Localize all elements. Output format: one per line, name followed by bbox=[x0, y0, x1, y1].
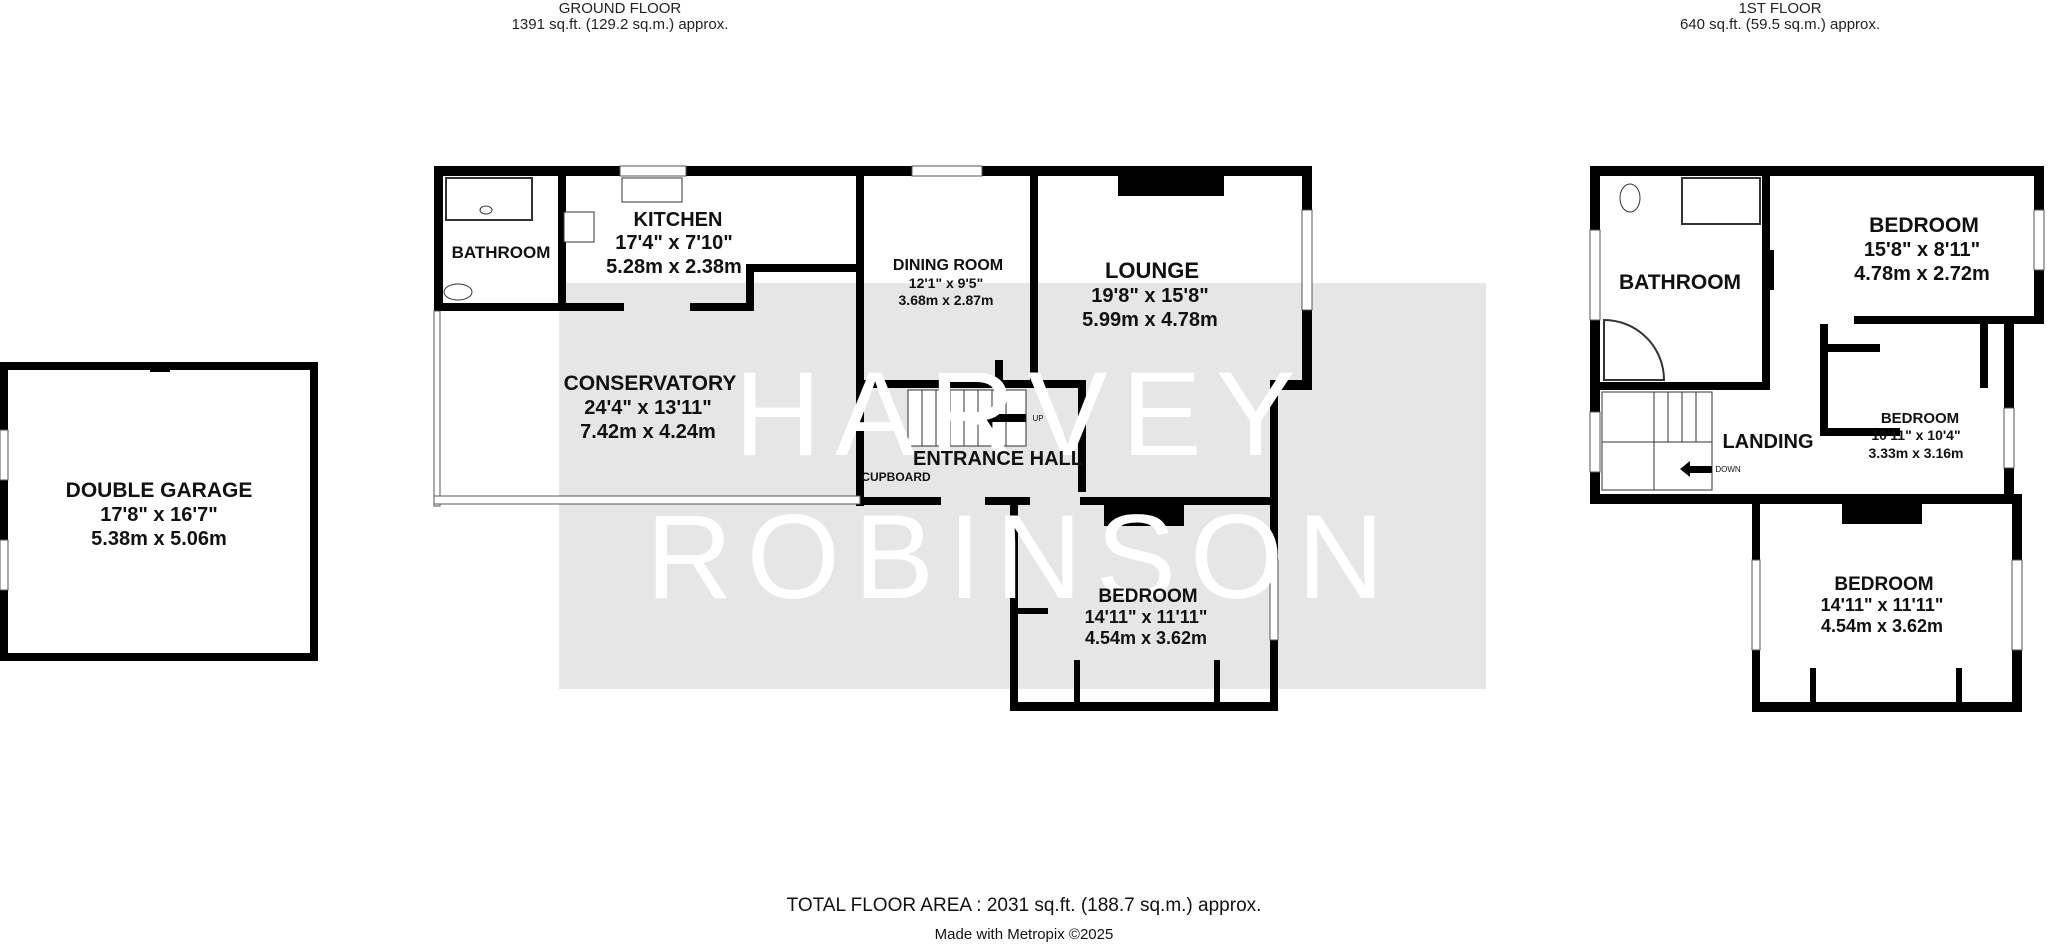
garage-metric: 5.38m x 5.06m bbox=[91, 528, 227, 550]
bedroom-f2-metric: 3.33m x 3.16m bbox=[1869, 445, 1964, 461]
ground-floor-header: GROUND FLOOR 1391 sq.ft. (129.2 sq.m.) a… bbox=[440, 1, 800, 33]
bedroom-f2-imperial: 10'11" x 10'4" bbox=[1871, 427, 1960, 443]
stairs-first bbox=[1601, 391, 1713, 491]
kitchen-metric: 5.28m x 2.38m bbox=[606, 256, 742, 278]
lounge-imperial: 19'8" x 15'8" bbox=[1091, 285, 1208, 307]
landing-name: LANDING bbox=[1722, 431, 1813, 453]
credit: Made with Metropix ©2025 bbox=[934, 926, 1114, 943]
cupboard-name: CUPBOARD bbox=[861, 470, 931, 484]
stairs-up-label: UP bbox=[1032, 414, 1043, 423]
kitchen-name: KITCHEN bbox=[634, 209, 723, 231]
garage-imperial: 17'8" x 16'7" bbox=[100, 504, 217, 526]
bedroom-f2-name: BEDROOM bbox=[1881, 410, 1959, 427]
ground-floor-area: 1391 sq.ft. (129.2 sq.m.) approx. bbox=[511, 16, 729, 33]
conservatory-metric: 7.42m x 4.24m bbox=[580, 421, 716, 443]
lounge-name: LOUNGE bbox=[1105, 258, 1199, 283]
dining-name: DINING ROOM bbox=[893, 257, 1003, 274]
bathroom-g-name: BATHROOM bbox=[452, 243, 551, 262]
bedroom-f3-metric: 4.54m x 3.62m bbox=[1821, 616, 1943, 636]
watermark-line2: ROBINSON bbox=[646, 490, 1398, 624]
stairs-down-label: DOWN bbox=[1715, 465, 1741, 474]
bedroom-f1-metric: 4.78m x 2.72m bbox=[1854, 263, 1990, 285]
bedroom-f3-name: BEDROOM bbox=[1834, 574, 1933, 595]
bedroom-g-name: BEDROOM bbox=[1098, 586, 1197, 607]
dining-metric: 3.68m x 2.87m bbox=[899, 292, 994, 308]
bedroom-g-imperial: 14'11" x 11'11" bbox=[1085, 607, 1208, 627]
first-floor-area: 640 sq.ft. (59.5 sq.m.) approx. bbox=[1679, 16, 1881, 33]
bathroom-f-name: BATHROOM bbox=[1619, 271, 1741, 294]
lounge-metric: 5.99m x 4.78m bbox=[1082, 309, 1218, 331]
bedroom-f1-imperial: 15'8" x 8'11" bbox=[1864, 239, 1980, 261]
first-floor-header: 1ST FLOOR 640 sq.ft. (59.5 sq.m.) approx… bbox=[1600, 1, 1960, 33]
stairs-ground bbox=[907, 389, 1027, 447]
kitchen-imperial: 17'4" x 7'10" bbox=[615, 232, 732, 254]
bedroom-f1-name: BEDROOM bbox=[1869, 214, 1979, 237]
total-floor-area: TOTAL FLOOR AREA : 2031 sq.ft. (188.7 sq… bbox=[786, 895, 1262, 916]
conservatory-name: CONSERVATORY bbox=[564, 372, 737, 395]
first-floor-title: 1ST FLOOR bbox=[1738, 0, 1822, 17]
dining-imperial: 12'1" x 9'5" bbox=[909, 275, 983, 291]
watermark-panel bbox=[559, 283, 1486, 689]
bedroom-g-metric: 4.54m x 3.62m bbox=[1085, 628, 1207, 648]
ground-floor-title: GROUND FLOOR bbox=[558, 0, 682, 17]
conservatory-imperial: 24'4" x 13'11" bbox=[584, 397, 711, 419]
entrance-name: ENTRANCE HALL bbox=[913, 448, 1083, 470]
first-floor-walls bbox=[1589, 166, 2045, 712]
watermark-line1: HARVEY bbox=[734, 347, 1309, 481]
ground-floor-walls bbox=[433, 165, 1313, 711]
garage: DOUBLE GARAGE 17'8" x 16'7" 5.38m x 5.06… bbox=[0, 362, 318, 661]
bedroom-f3-imperial: 14'11" x 11'11" bbox=[1821, 595, 1944, 615]
garage-name: DOUBLE GARAGE bbox=[66, 479, 253, 502]
